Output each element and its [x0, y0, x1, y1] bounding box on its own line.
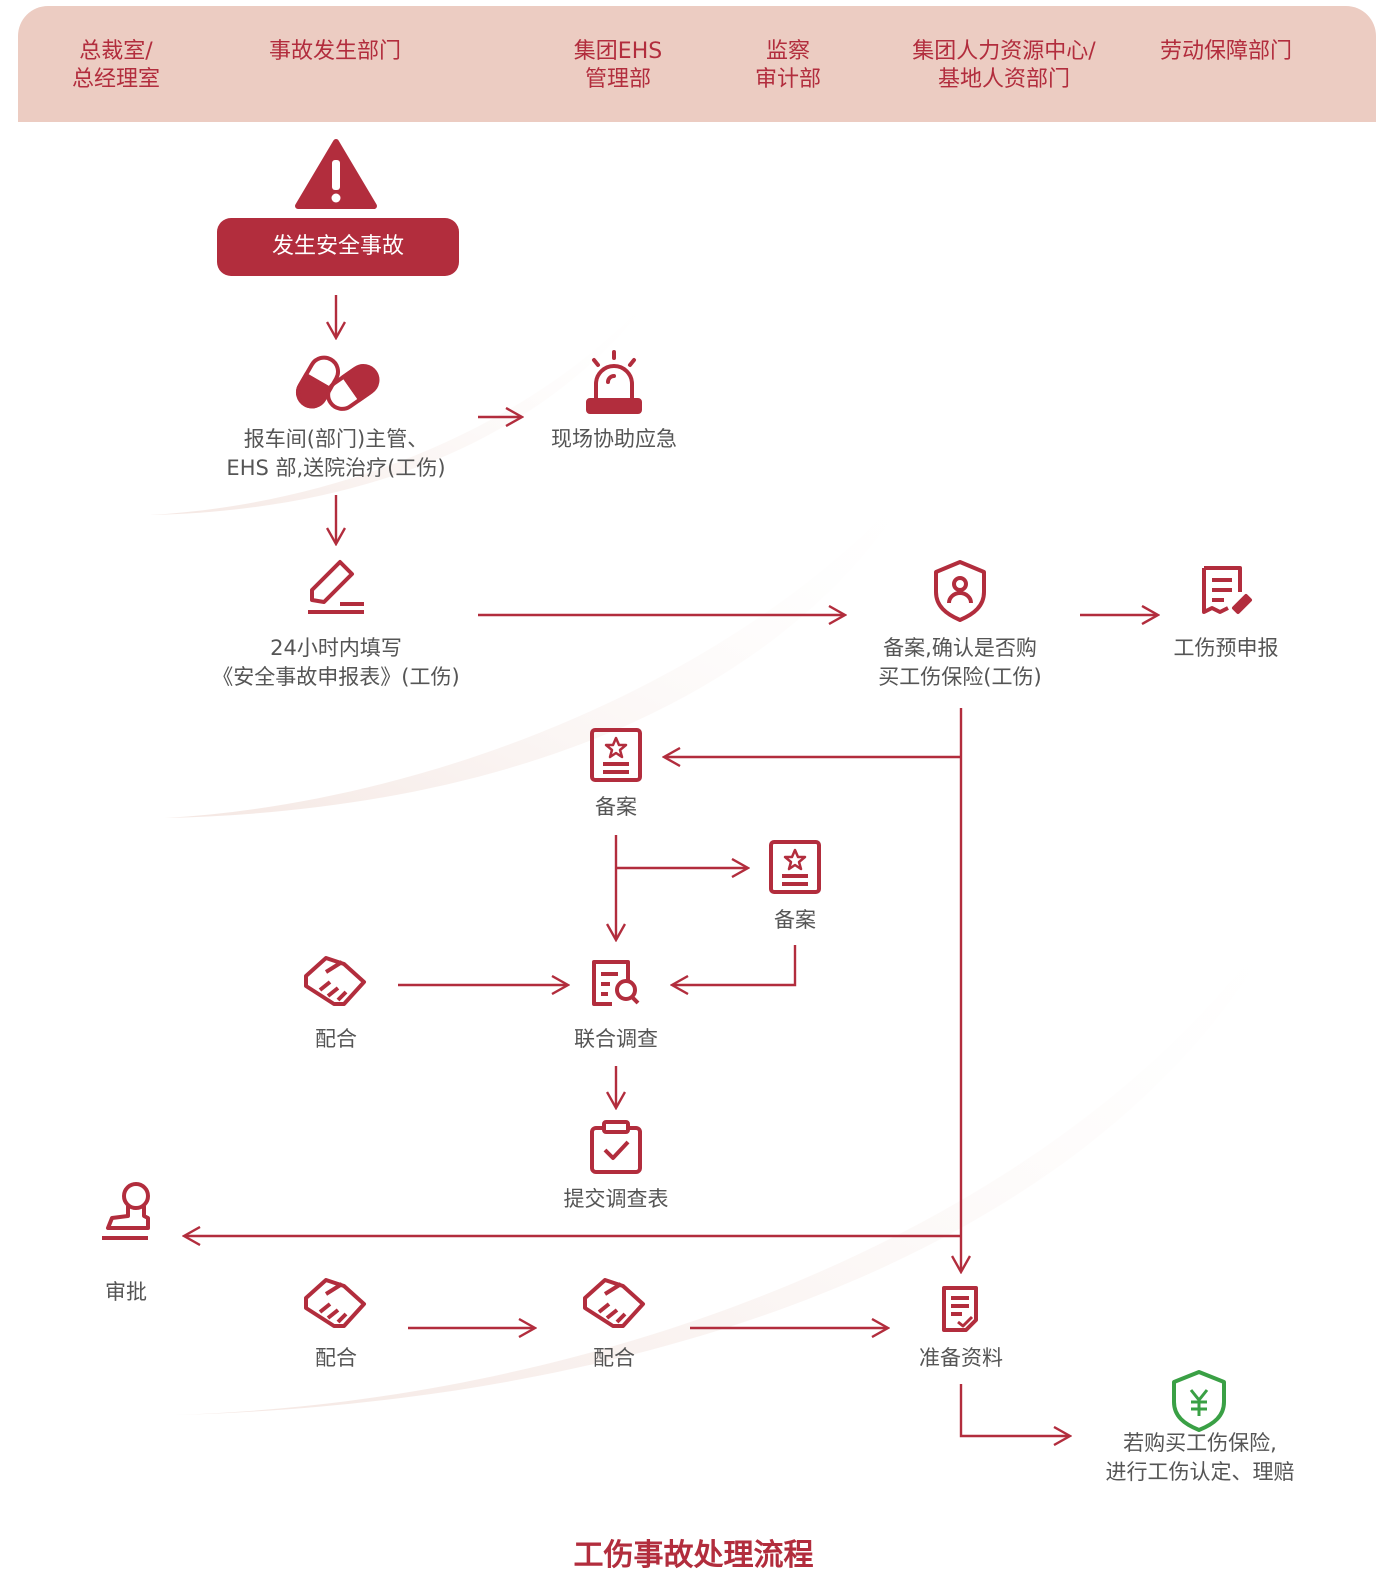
- arrow-audit-to-investigation: [672, 945, 797, 985]
- node-cooperate-ehs-2: 配合: [593, 1346, 635, 1370]
- certificate-icon: [769, 840, 821, 894]
- node-submit-form: 提交调查表: [563, 1187, 669, 1211]
- diagram-title: 工伤事故处理流程: [573, 1538, 814, 1573]
- lane-label-line: 事故发生部门: [268, 39, 402, 64]
- node-confirm-line: 买工伤保险(工伤): [878, 665, 1042, 689]
- handshake-icon: [304, 956, 366, 1006]
- node-pre-declare: 工伤预申报: [1173, 636, 1279, 660]
- lane-label-line: 劳动保障部门: [1159, 39, 1293, 64]
- node-form-line: 《安全事故申报表》(工伤): [212, 665, 460, 689]
- node-confirm-insurance: 备案,确认是否购 买工伤保险(工伤): [878, 634, 1041, 692]
- shield-yen-icon: [1172, 1370, 1226, 1432]
- node-form-24h: 24小时内填写 《安全事故申报表》(工伤): [212, 634, 459, 692]
- lane-label-accident-dept: 事故发生部门: [269, 38, 401, 66]
- lane-label-line: 总经理室: [71, 67, 161, 92]
- background-swoosh: [150, 280, 665, 515]
- node-record-audit: 备案: [774, 908, 816, 932]
- node-cooperate-dept-2: 配合: [315, 1346, 357, 1370]
- lane-label-line: 基地人资部门: [937, 67, 1071, 92]
- node-claim-line: 进行工伤认定、理赔: [1105, 1460, 1295, 1484]
- arrow-prepare-to-claim: [959, 1384, 1070, 1436]
- clipboard-check-icon: [590, 1120, 642, 1174]
- lane-label-hr: 集团人力资源中心/ 基地人资部门: [912, 38, 1095, 94]
- pills-icon: [296, 355, 380, 411]
- lane-label-line: 集团EHS: [573, 39, 663, 64]
- node-claim-line: 若购买工伤保险,: [1123, 1431, 1277, 1455]
- stamp-icon: [102, 1182, 150, 1240]
- node-cooperate-dept: 配合: [315, 1027, 357, 1051]
- lane-header: [18, 6, 1376, 122]
- lane-label-line: 总裁室/: [79, 39, 153, 64]
- start-node-accident: 发生安全事故: [217, 218, 459, 276]
- warning-icon: [295, 139, 377, 209]
- node-claim: 若购买工伤保险, 进行工伤认定、理赔: [1106, 1429, 1295, 1487]
- alarm-siren-icon: [586, 350, 642, 414]
- shield-user-icon: [934, 560, 986, 622]
- node-report-line: EHS 部,送院治疗(工伤): [226, 456, 446, 480]
- document-search-icon: [592, 960, 640, 1006]
- node-approve: 审批: [105, 1280, 147, 1304]
- document-edit-icon: [1202, 566, 1252, 614]
- lane-label-labor: 劳动保障部门: [1160, 38, 1292, 66]
- node-confirm-line: 备案,确认是否购: [883, 636, 1037, 660]
- lane-label-audit: 监察 审计部: [755, 38, 821, 94]
- handshake-icon: [583, 1278, 645, 1328]
- node-report: 报车间(部门)主管、 EHS 部,送院治疗(工伤): [226, 425, 445, 483]
- file-list-icon: [942, 1286, 978, 1332]
- node-prepare-docs: 准备资料: [919, 1346, 1003, 1370]
- lane-label-president: 总裁室/ 总经理室: [72, 38, 160, 94]
- lane-label-line: 集团人力资源中心/: [912, 39, 1096, 64]
- node-form-line: 24小时内填写: [270, 636, 402, 660]
- background-swoosh: [165, 468, 925, 818]
- node-joint-investigation: 联合调查: [574, 1027, 658, 1051]
- node-emergency: 现场协助应急: [551, 427, 677, 451]
- lane-label-line: 审计部: [754, 67, 822, 92]
- background-swoosh: [175, 885, 1300, 1415]
- node-report-line: 报车间(部门)主管、: [243, 427, 429, 451]
- lane-label-line: 监察: [765, 39, 811, 64]
- lane-label-ehs: 集团EHS 管理部: [574, 38, 662, 94]
- lane-label-line: 管理部: [584, 67, 652, 92]
- node-record-ehs: 备案: [595, 795, 637, 819]
- handshake-icon: [304, 1278, 366, 1328]
- pen-sign-icon: [308, 560, 364, 614]
- certificate-icon: [590, 728, 642, 782]
